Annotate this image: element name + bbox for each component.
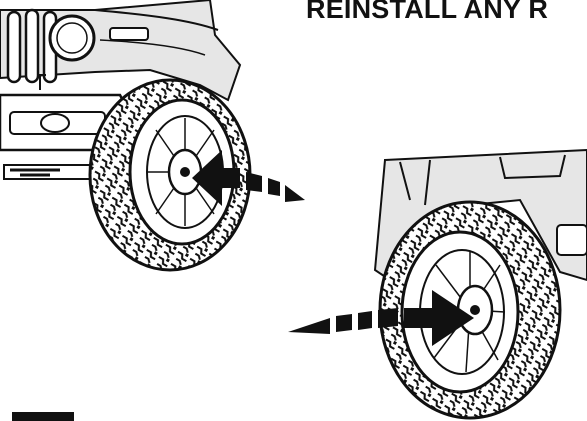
page-marker-bar [12,412,74,421]
install-arrow-left [192,150,305,206]
front-wheel-illustration [0,0,305,272]
rear-tire [378,200,562,420]
grille [6,8,58,84]
front-tire [88,78,252,272]
rear-wheel-illustration [288,148,587,420]
step-heading: REINSTALL ANY R [306,0,549,24]
install-arrow-right [288,290,474,346]
